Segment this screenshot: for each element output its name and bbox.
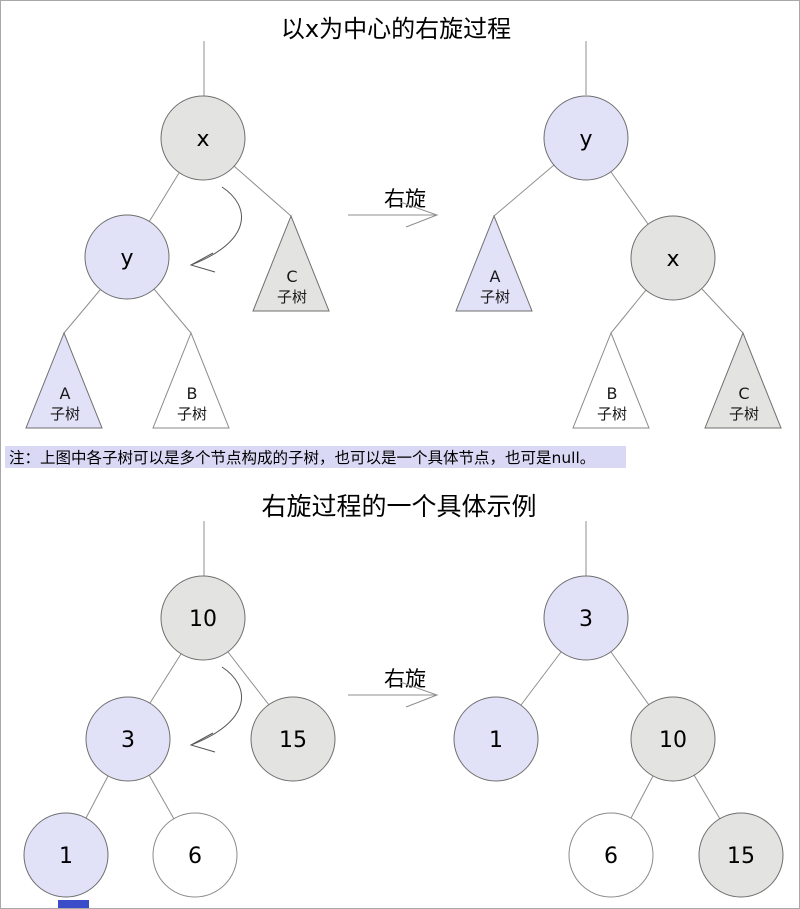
rotation-curve-arrowhead-bottom bbox=[189, 732, 216, 753]
node-3-after-label: 3 bbox=[579, 607, 593, 632]
example-transform-arrow: 右旋 bbox=[348, 667, 439, 708]
subtree-c-before-triangle bbox=[252, 214, 330, 312]
rotation-curve-arrow-bottom bbox=[190, 666, 243, 746]
node-x-before-label: x bbox=[196, 127, 209, 152]
subtree-b-before-triangle bbox=[152, 331, 230, 429]
example-after-tree: 3 1 10 6 15 bbox=[453, 521, 784, 898]
node-6-before bbox=[152, 812, 238, 898]
abstract-before-tree: x y C 子树 A 子树 B 子树 bbox=[25, 41, 330, 429]
subtree-b-before-letter: B bbox=[187, 384, 198, 403]
edge-3-1 bbox=[520, 651, 562, 706]
subtree-c-before-sublabel: 子树 bbox=[277, 288, 307, 306]
note-bar: 注：上图中各子树可以是多个节点构成的子树，也可以是一个具体节点，也可是null。 bbox=[5, 446, 626, 468]
subtree-c-before-letter: C bbox=[286, 267, 297, 286]
node-x-after-label: x bbox=[666, 247, 679, 272]
edge-10-15 bbox=[227, 651, 270, 706]
rotation-curve-arrow-top bbox=[190, 186, 243, 266]
rotation-curve-arrowhead-top bbox=[189, 252, 216, 273]
edge-x-subtree-c bbox=[233, 165, 292, 217]
edge-3-1 bbox=[85, 775, 109, 819]
node-1-before bbox=[23, 812, 109, 898]
arrow-head-top bbox=[399, 201, 439, 228]
node-10-before bbox=[160, 575, 246, 661]
node-y-after-label: y bbox=[579, 127, 592, 152]
node-x-after bbox=[630, 215, 716, 301]
abstract-title: 以x为中心的右旋过程 bbox=[281, 15, 511, 43]
node-3-after bbox=[543, 575, 629, 661]
edge-x-subtree-b bbox=[610, 289, 647, 334]
subtree-c-after-letter: C bbox=[738, 384, 749, 403]
node-1-after bbox=[453, 696, 539, 782]
abstract-transform-arrow: 右旋 bbox=[348, 187, 439, 228]
node-15-after-label: 15 bbox=[727, 844, 755, 869]
edge-10-6 bbox=[630, 775, 654, 819]
node-10-after-label: 10 bbox=[659, 728, 687, 753]
subtree-a-after-sublabel: 子树 bbox=[480, 288, 510, 306]
subtree-a-after-letter: A bbox=[490, 267, 501, 286]
node-15-before-label: 15 bbox=[279, 728, 307, 753]
abstract-after-tree: y x A 子树 B 子树 C 子树 bbox=[455, 41, 782, 429]
subtree-a-before-sublabel: 子树 bbox=[50, 405, 80, 423]
subtree-a-before-triangle bbox=[25, 331, 103, 429]
example-title: 右旋过程的一个具体示例 bbox=[261, 492, 536, 521]
bottom-left-blue-fragment bbox=[58, 900, 89, 908]
node-15-before bbox=[250, 696, 336, 782]
subtree-a-before-letter: A bbox=[60, 384, 71, 403]
subtree-b-after-triangle bbox=[572, 331, 650, 429]
rotate-label-bottom: 右旋 bbox=[384, 667, 426, 691]
subtree-c-after-sublabel: 子树 bbox=[729, 405, 759, 423]
subtree-c-after-triangle bbox=[704, 331, 782, 429]
rotate-label-top: 右旋 bbox=[384, 187, 426, 211]
node-y-before bbox=[84, 214, 170, 300]
node-6-after bbox=[568, 812, 654, 898]
edge-3-10 bbox=[610, 651, 650, 706]
node-1-after-label: 1 bbox=[489, 728, 503, 753]
note-text: 注：上图中各子树可以是多个节点构成的子树，也可以是一个具体节点，也可是null。 bbox=[9, 449, 595, 467]
node-10-after bbox=[630, 696, 716, 782]
subtree-a-after-triangle bbox=[455, 214, 533, 312]
node-x-before bbox=[160, 95, 246, 181]
example-before-tree: 10 3 15 1 6 bbox=[23, 521, 336, 898]
edge-y-subtree-b bbox=[153, 288, 192, 334]
arrow-head-bottom bbox=[399, 681, 439, 708]
subtree-b-after-letter: B bbox=[607, 384, 618, 403]
edge-10-3 bbox=[149, 653, 182, 704]
edge-y-subtree-a bbox=[493, 164, 555, 217]
node-y-before-label: y bbox=[120, 246, 133, 271]
subtree-b-after-sublabel: 子树 bbox=[597, 405, 627, 423]
node-1-before-label: 1 bbox=[59, 844, 73, 869]
node-15-after bbox=[698, 812, 784, 898]
note-background bbox=[5, 446, 626, 468]
node-6-before-label: 6 bbox=[188, 844, 202, 869]
edge-y-x bbox=[610, 171, 649, 225]
edge-3-6 bbox=[148, 774, 175, 820]
subtree-b-before-sublabel: 子树 bbox=[177, 405, 207, 423]
node-6-after-label: 6 bbox=[604, 844, 618, 869]
edge-10-15 bbox=[693, 774, 721, 820]
edge-x-y bbox=[148, 172, 180, 223]
node-3-before-label: 3 bbox=[121, 728, 135, 753]
node-10-before-label: 10 bbox=[189, 607, 217, 632]
node-3-before bbox=[85, 696, 171, 782]
edge-x-subtree-c bbox=[701, 288, 744, 334]
node-y-after bbox=[543, 95, 629, 181]
edge-y-subtree-a bbox=[63, 289, 101, 334]
